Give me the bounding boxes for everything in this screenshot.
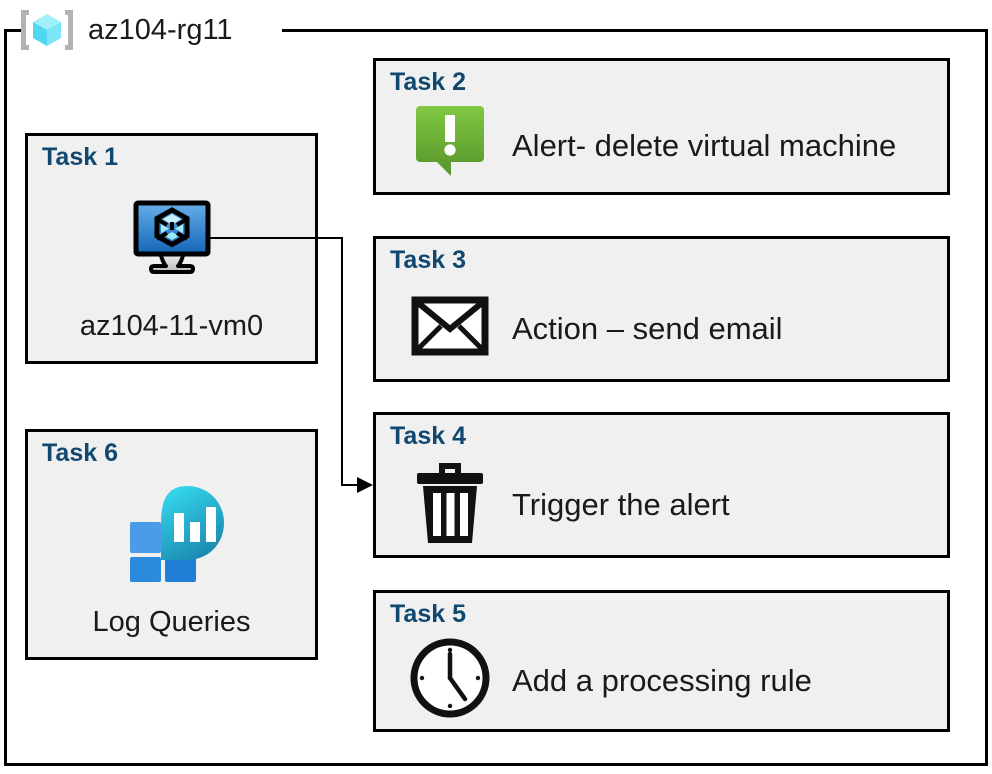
envelope-icon — [411, 296, 489, 361]
log-analytics-icon — [117, 482, 227, 587]
task2-row: Alert- delete virtual machine — [402, 105, 937, 186]
resource-group-title: az104-rg11 — [88, 13, 233, 46]
trash-can-icon — [414, 459, 486, 550]
connector-segment-vertical — [341, 237, 343, 486]
task-card-task5[interactable]: Task 5 Add a proce — [373, 590, 950, 732]
task6-caption: Log Queries — [92, 606, 251, 638]
resource-group-border-top-right — [282, 29, 988, 32]
azure-resource-group-icon — [16, 6, 78, 54]
task-card-task3[interactable]: Task 3 Action – send email — [373, 236, 950, 382]
task-card-task2[interactable]: Task 2 — [373, 58, 950, 195]
task3-row: Action – send email — [402, 283, 937, 373]
connector-segment-horizontal-from-vm — [207, 237, 343, 239]
task5-icon-wrap — [402, 637, 498, 724]
task4-caption: Trigger the alert — [512, 486, 730, 522]
task1-icon-wrap — [28, 186, 315, 291]
task-label: Task 2 — [390, 68, 466, 96]
task-label: Task 1 — [42, 143, 118, 171]
clock-icon — [409, 637, 491, 724]
connector-segment-horizontal-to-task4 — [341, 484, 365, 486]
virtual-machine-icon — [124, 194, 220, 283]
task3-icon-wrap — [402, 296, 498, 361]
task-label: Task 5 — [390, 600, 466, 628]
arrowhead-right-icon — [357, 477, 373, 493]
task5-row: Add a processing rule — [402, 637, 937, 723]
resource-group-border-bottom — [4, 763, 988, 766]
task-label: Task 3 — [390, 246, 466, 274]
task3-caption: Action – send email — [512, 310, 783, 346]
alert-exclamation-icon — [411, 104, 489, 187]
task-card-task6[interactable]: Task 6 — [25, 429, 318, 660]
task-card-task1[interactable]: Task 1 — [25, 133, 318, 364]
resource-group-header: az104-rg11 — [16, 2, 233, 58]
task-label: Task 6 — [42, 439, 118, 467]
resource-group-border-left — [4, 29, 7, 766]
task-card-task4[interactable]: Task 4 — [373, 412, 950, 558]
task4-row: Trigger the alert — [402, 459, 937, 549]
task4-icon-wrap — [402, 459, 498, 550]
resource-group-border-right — [985, 29, 988, 766]
task5-caption: Add a processing rule — [512, 662, 812, 698]
task2-caption: Alert- delete virtual machine — [512, 128, 897, 163]
resource-group-border-top-left — [4, 29, 22, 32]
task1-caption: az104-11-vm0 — [79, 310, 264, 342]
task2-icon-wrap — [402, 104, 498, 187]
task6-icon-wrap — [28, 482, 315, 587]
task-label: Task 4 — [390, 422, 466, 450]
